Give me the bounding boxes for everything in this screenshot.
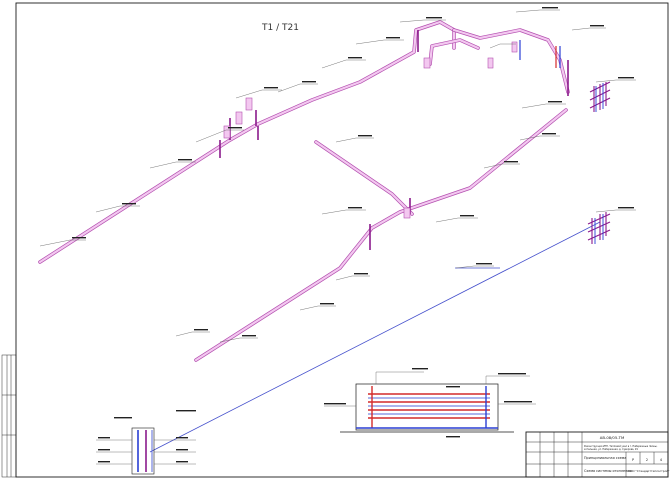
annotation-leaders [39, 9, 636, 343]
organization: ООО "Стандарттеплострой" [628, 469, 670, 473]
stage-letter: Р [632, 458, 634, 462]
block-title: Принципиальная схема [584, 456, 626, 460]
sheet-number: 2 [646, 458, 648, 462]
fitting-symbols [223, 41, 518, 219]
drawing-frame [15, 2, 669, 478]
project-desc-line2: котельная, ул. Набережная, д. Суворова, … [584, 448, 638, 451]
heat-exchanger-unit [324, 368, 536, 438]
sheet-count: 4 [660, 458, 662, 462]
riser-accents [519, 40, 561, 68]
annotation-marks [72, 7, 634, 337]
collector-unit [96, 410, 196, 475]
return-pipe-diagonal [149, 221, 601, 453]
diagram-title: Т1 / Т21 [261, 23, 299, 33]
supply-branch-middle [194, 108, 568, 362]
drawing-code: АВ-08/05-ТМ [600, 435, 624, 440]
drawing-title: Схема системы отопления [584, 469, 632, 473]
manifold-lower [587, 212, 611, 244]
title-block: АВ-08/05-ТМ Реконструкция ИТП. Тепловой … [525, 431, 670, 478]
supply-branch-upper [38, 20, 570, 264]
left-margin-strip [1, 354, 17, 478]
manifold-upper [589, 81, 611, 112]
project-desc-line1: Реконструкция ИТП. Тепловой узел в г. На… [584, 445, 658, 448]
